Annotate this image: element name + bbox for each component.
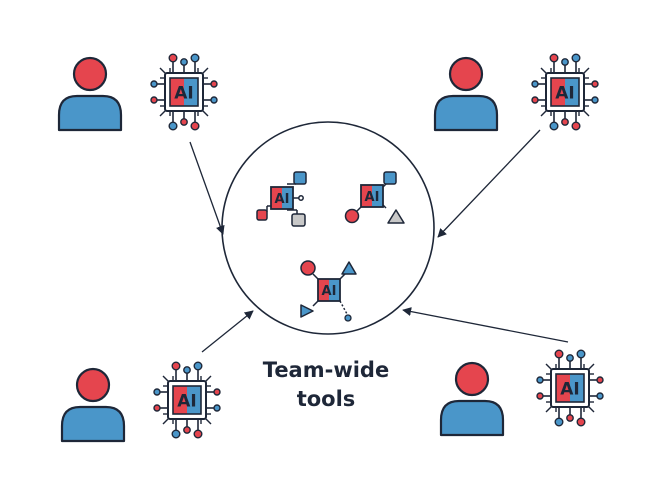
tools-caption: Team-wide tools — [246, 356, 406, 414]
chip-label: AI — [275, 192, 290, 207]
caption-line-2: tools — [296, 387, 356, 411]
ai-network-icon: AI — [300, 260, 357, 322]
ai-workflow-icon: AI — [256, 171, 307, 227]
tools-circle — [221, 121, 435, 335]
chip-label: AI — [174, 84, 193, 104]
chip-label: AI — [177, 392, 196, 412]
chip-label: AI — [560, 380, 579, 400]
ai-shapes-icon: AI — [344, 171, 405, 224]
arrow-bottom-right — [402, 307, 569, 343]
user-icon — [439, 361, 505, 437]
arrow-top-left — [189, 141, 225, 235]
ai-chip-icon: AI — [531, 53, 599, 131]
chip-label: AI — [555, 84, 574, 104]
connector-arrows — [189, 129, 569, 353]
arrow-top-right — [437, 129, 541, 238]
user-icon — [57, 56, 123, 132]
node-top-right: AI — [433, 53, 599, 132]
node-top-left: AI — [57, 53, 218, 132]
ai-chip-icon: AI — [150, 53, 218, 131]
user-icon — [433, 56, 499, 132]
user-icon — [60, 367, 126, 443]
chip-label: AI — [365, 190, 380, 205]
caption-line-1: Team-wide — [262, 358, 390, 382]
chip-label: AI — [322, 284, 337, 299]
arrow-bottom-left — [201, 310, 254, 353]
node-bottom-left: AI — [60, 361, 221, 443]
node-bottom-right: AI — [439, 349, 604, 437]
ai-chip-icon: AI — [536, 349, 604, 427]
ai-chip-icon: AI — [153, 361, 221, 439]
